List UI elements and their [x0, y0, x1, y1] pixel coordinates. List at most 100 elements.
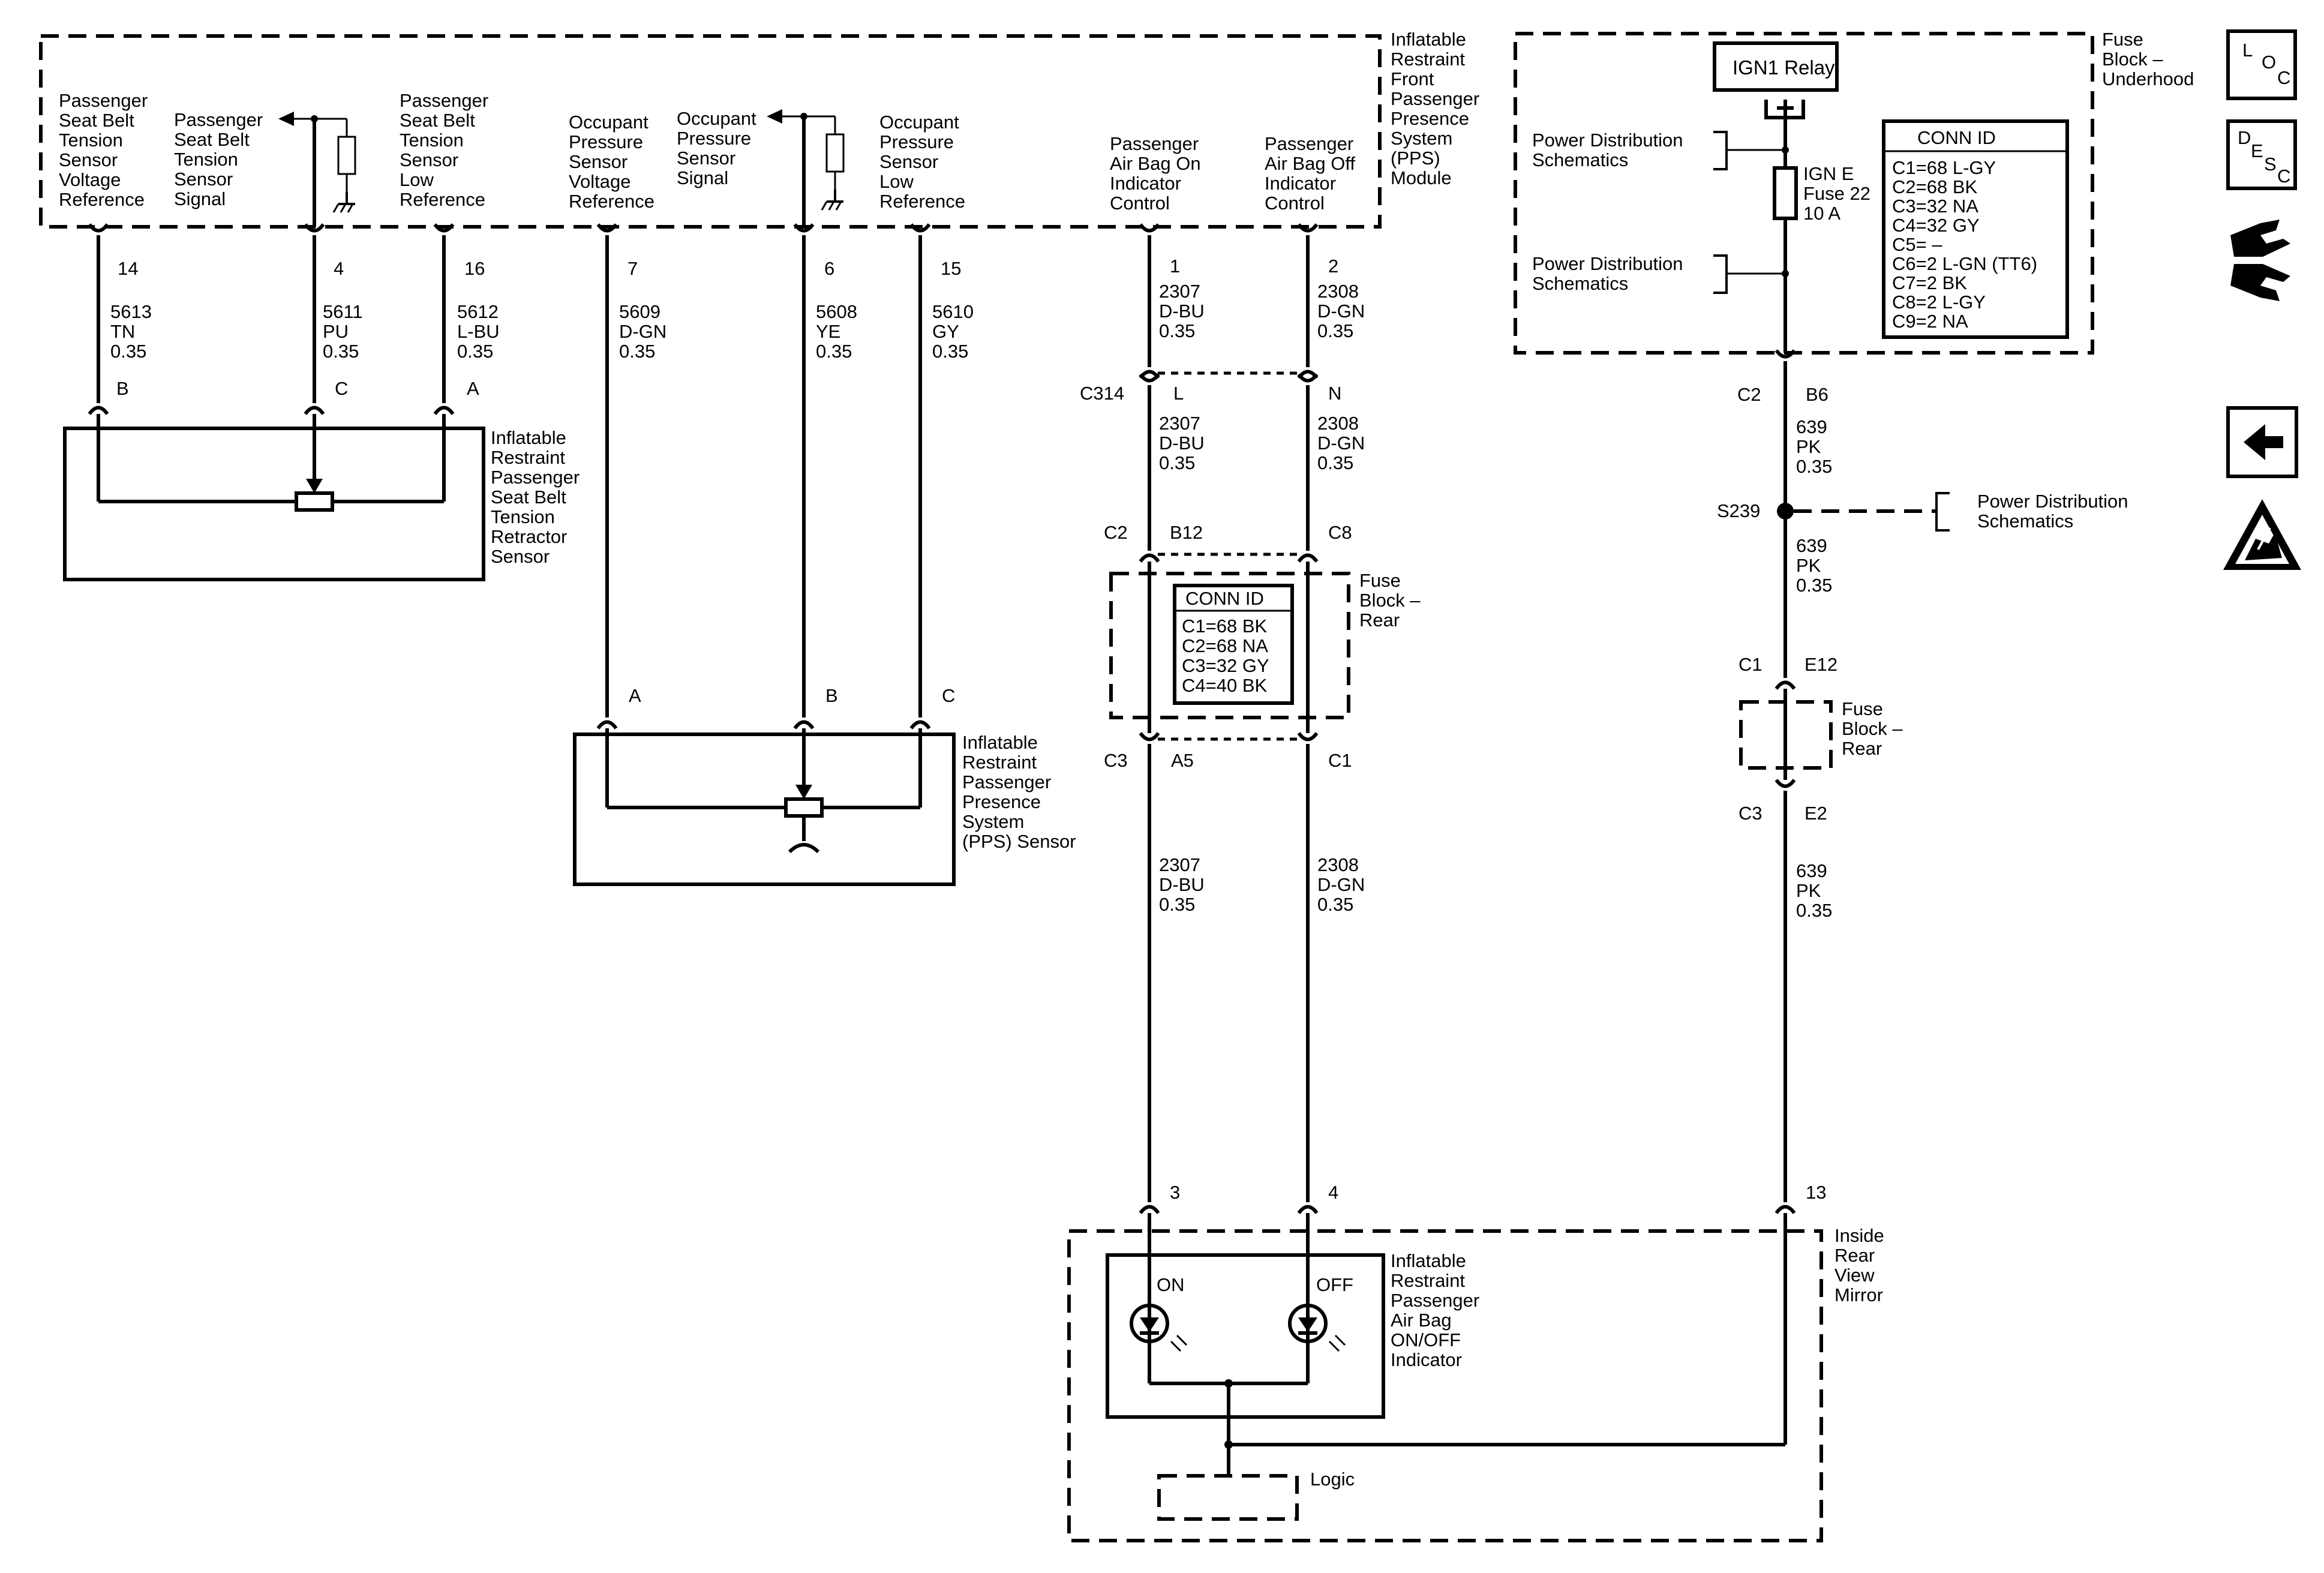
connector-tools-icon[interactable]: [2230, 220, 2290, 301]
text-line: 2308: [1317, 413, 1359, 434]
text-line: Restraint: [491, 447, 565, 468]
text-line: 0.35: [1317, 894, 1353, 915]
text-line: C2=68 BK: [1892, 176, 1978, 197]
c3-right-label: C3: [1739, 803, 1762, 824]
text-line: 2307: [1159, 281, 1200, 302]
text-line: C8=2 L-GY: [1892, 292, 1986, 313]
text-line: Control: [1110, 193, 1170, 214]
side-icon-bar: L O C D E S C: [2223, 29, 2301, 570]
text-line: Reference: [400, 189, 485, 210]
pin-number-15: 15: [941, 258, 961, 279]
c314-pin-n: N: [1328, 383, 1341, 404]
text-line: IGN E: [1803, 163, 1854, 184]
text-line: Occupant: [879, 112, 959, 133]
pps-sensor-pin-a: A: [629, 685, 641, 706]
text-line: C3=32 NA: [1892, 196, 1978, 217]
pin-6-pullup-symbol: [767, 109, 845, 227]
text-line: D-BU: [1159, 301, 1205, 322]
text-line: Fuse: [1842, 698, 1883, 719]
text-line: Inflatable: [962, 732, 1038, 753]
text-line: Voltage: [59, 169, 121, 190]
text-line: Air Bag: [1391, 1310, 1452, 1331]
text-line: TN: [110, 321, 135, 342]
pin-4-pullup-symbol: [278, 112, 356, 227]
pin-number-6: 6: [824, 258, 834, 279]
text-line: Block –: [1842, 718, 1903, 739]
text-line: Tension: [491, 506, 555, 527]
text-line: Power Distribution: [1532, 130, 1683, 151]
text-line: Passenger: [1110, 133, 1199, 154]
text-line: 2308: [1317, 854, 1359, 875]
text-line: 2308: [1317, 281, 1359, 302]
text-line: Seat Belt: [59, 110, 134, 131]
text-line: Fuse: [2102, 29, 2143, 50]
text-line: Power Distribution: [1532, 253, 1683, 274]
text-line: 5613: [110, 301, 152, 322]
text-line: Passenger: [1265, 133, 1353, 154]
text-line: 5609: [619, 301, 660, 322]
text-line: D-BU: [1159, 433, 1205, 454]
back-arrow-icon[interactable]: [2226, 406, 2298, 478]
text-line: Seat Belt: [491, 487, 566, 508]
loc-icon[interactable]: L O C: [2226, 29, 2297, 100]
text-line: Sensor: [59, 149, 118, 170]
text-line: D-BU: [1159, 874, 1205, 895]
text-line: Schematics: [1532, 273, 1628, 294]
text-line: Restraint: [962, 752, 1037, 773]
e12-label: E12: [1804, 654, 1837, 675]
text-line: C7=2 BK: [1892, 272, 1967, 293]
text-line: GY: [932, 321, 959, 342]
text-line: Passenger: [400, 90, 488, 111]
text-line: Passenger: [1391, 1290, 1479, 1311]
esd-warning-icon[interactable]: [2223, 499, 2301, 570]
off-lamp-led: [1288, 1304, 1346, 1352]
text-line: Presence: [962, 791, 1041, 812]
text-line: Pressure: [677, 128, 751, 149]
text-line: Sensor: [569, 151, 627, 172]
text-line: Indicator: [1391, 1349, 1462, 1370]
text-line: Tension: [174, 149, 238, 170]
desc-icon[interactable]: D E S C: [2226, 119, 2297, 190]
c8-label: C8: [1328, 522, 1352, 543]
text-line: Reference: [569, 191, 654, 212]
text-line: Block –: [1359, 590, 1421, 611]
text-line: System: [1391, 128, 1452, 149]
text-line: Signal: [174, 188, 226, 209]
text-line: Schematics: [1977, 511, 2073, 532]
text-line: 2307: [1159, 413, 1200, 434]
text-line: 5611: [323, 301, 363, 322]
text-line: Front: [1391, 68, 1434, 89]
text-line: Control: [1265, 193, 1325, 214]
text-line: Presence: [1391, 108, 1469, 129]
text-line: PU: [323, 321, 349, 342]
text-line: 0.35: [1317, 452, 1353, 473]
conn-id-underhood-title: CONN ID: [1917, 127, 1996, 148]
text-line: 10 A: [1803, 203, 1840, 224]
text-line: D-GN: [1317, 301, 1365, 322]
text-line: Inflatable: [491, 427, 566, 448]
text-line: 0.35: [457, 341, 493, 362]
c1-mid-label: C1: [1328, 750, 1352, 771]
c3-mid-label: C3: [1104, 750, 1128, 771]
loc-icon-o: O: [2262, 52, 2276, 73]
text-line: C3=32 GY: [1182, 655, 1269, 676]
text-line: 0.35: [932, 341, 968, 362]
